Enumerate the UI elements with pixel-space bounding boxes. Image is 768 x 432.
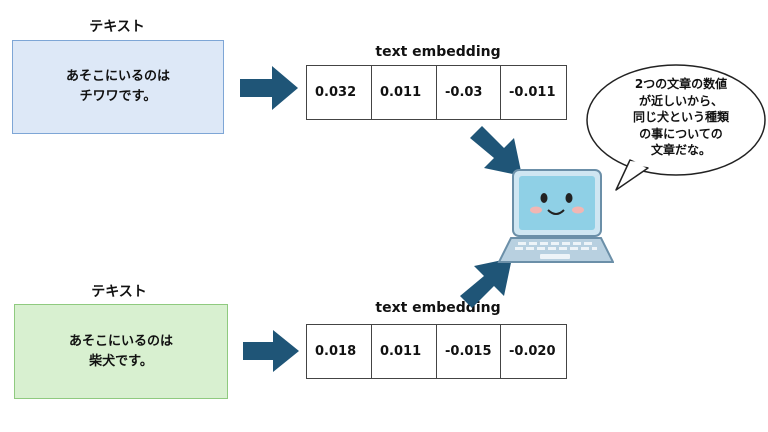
bottom-text-label: テキスト xyxy=(91,284,147,300)
embedding-value: -0.011 xyxy=(509,85,556,100)
embedding-value: -0.020 xyxy=(509,344,556,359)
top-text-box: あそこにいるのは チワワです。 xyxy=(12,40,224,134)
speech-bubble xyxy=(586,64,766,191)
bottom-text-box: あそこにいるのは 柴犬です。 xyxy=(14,304,228,399)
arrow-right-icon xyxy=(243,330,299,372)
arrow-diagonal-icon xyxy=(460,258,512,308)
embedding-value: 0.011 xyxy=(372,325,437,378)
top-text-label: テキスト xyxy=(89,19,145,35)
embedding-value: 0.032 xyxy=(307,66,372,119)
embedding-value: -0.015 xyxy=(437,325,501,378)
embedding-value: 0.011 xyxy=(372,66,437,119)
bottom-embedding-table: 0.018 0.011 -0.015 -0.020 xyxy=(306,324,567,379)
embedding-value: -0.03 xyxy=(437,66,501,119)
top-embedding-title: text embedding xyxy=(375,44,501,60)
top-embedding-table: 0.032 0.011 -0.03 -0.011 xyxy=(306,65,567,120)
speech-bubble-text: 2つの文章の数値 が近しいから、 同じ犬という種類 の事についての 文章だな。 xyxy=(632,77,729,157)
embedding-value: 0.018 xyxy=(307,325,372,378)
laptop-icon xyxy=(497,169,614,263)
arrow-diagonal-icon xyxy=(470,126,522,176)
arrow-right-icon xyxy=(240,66,298,110)
